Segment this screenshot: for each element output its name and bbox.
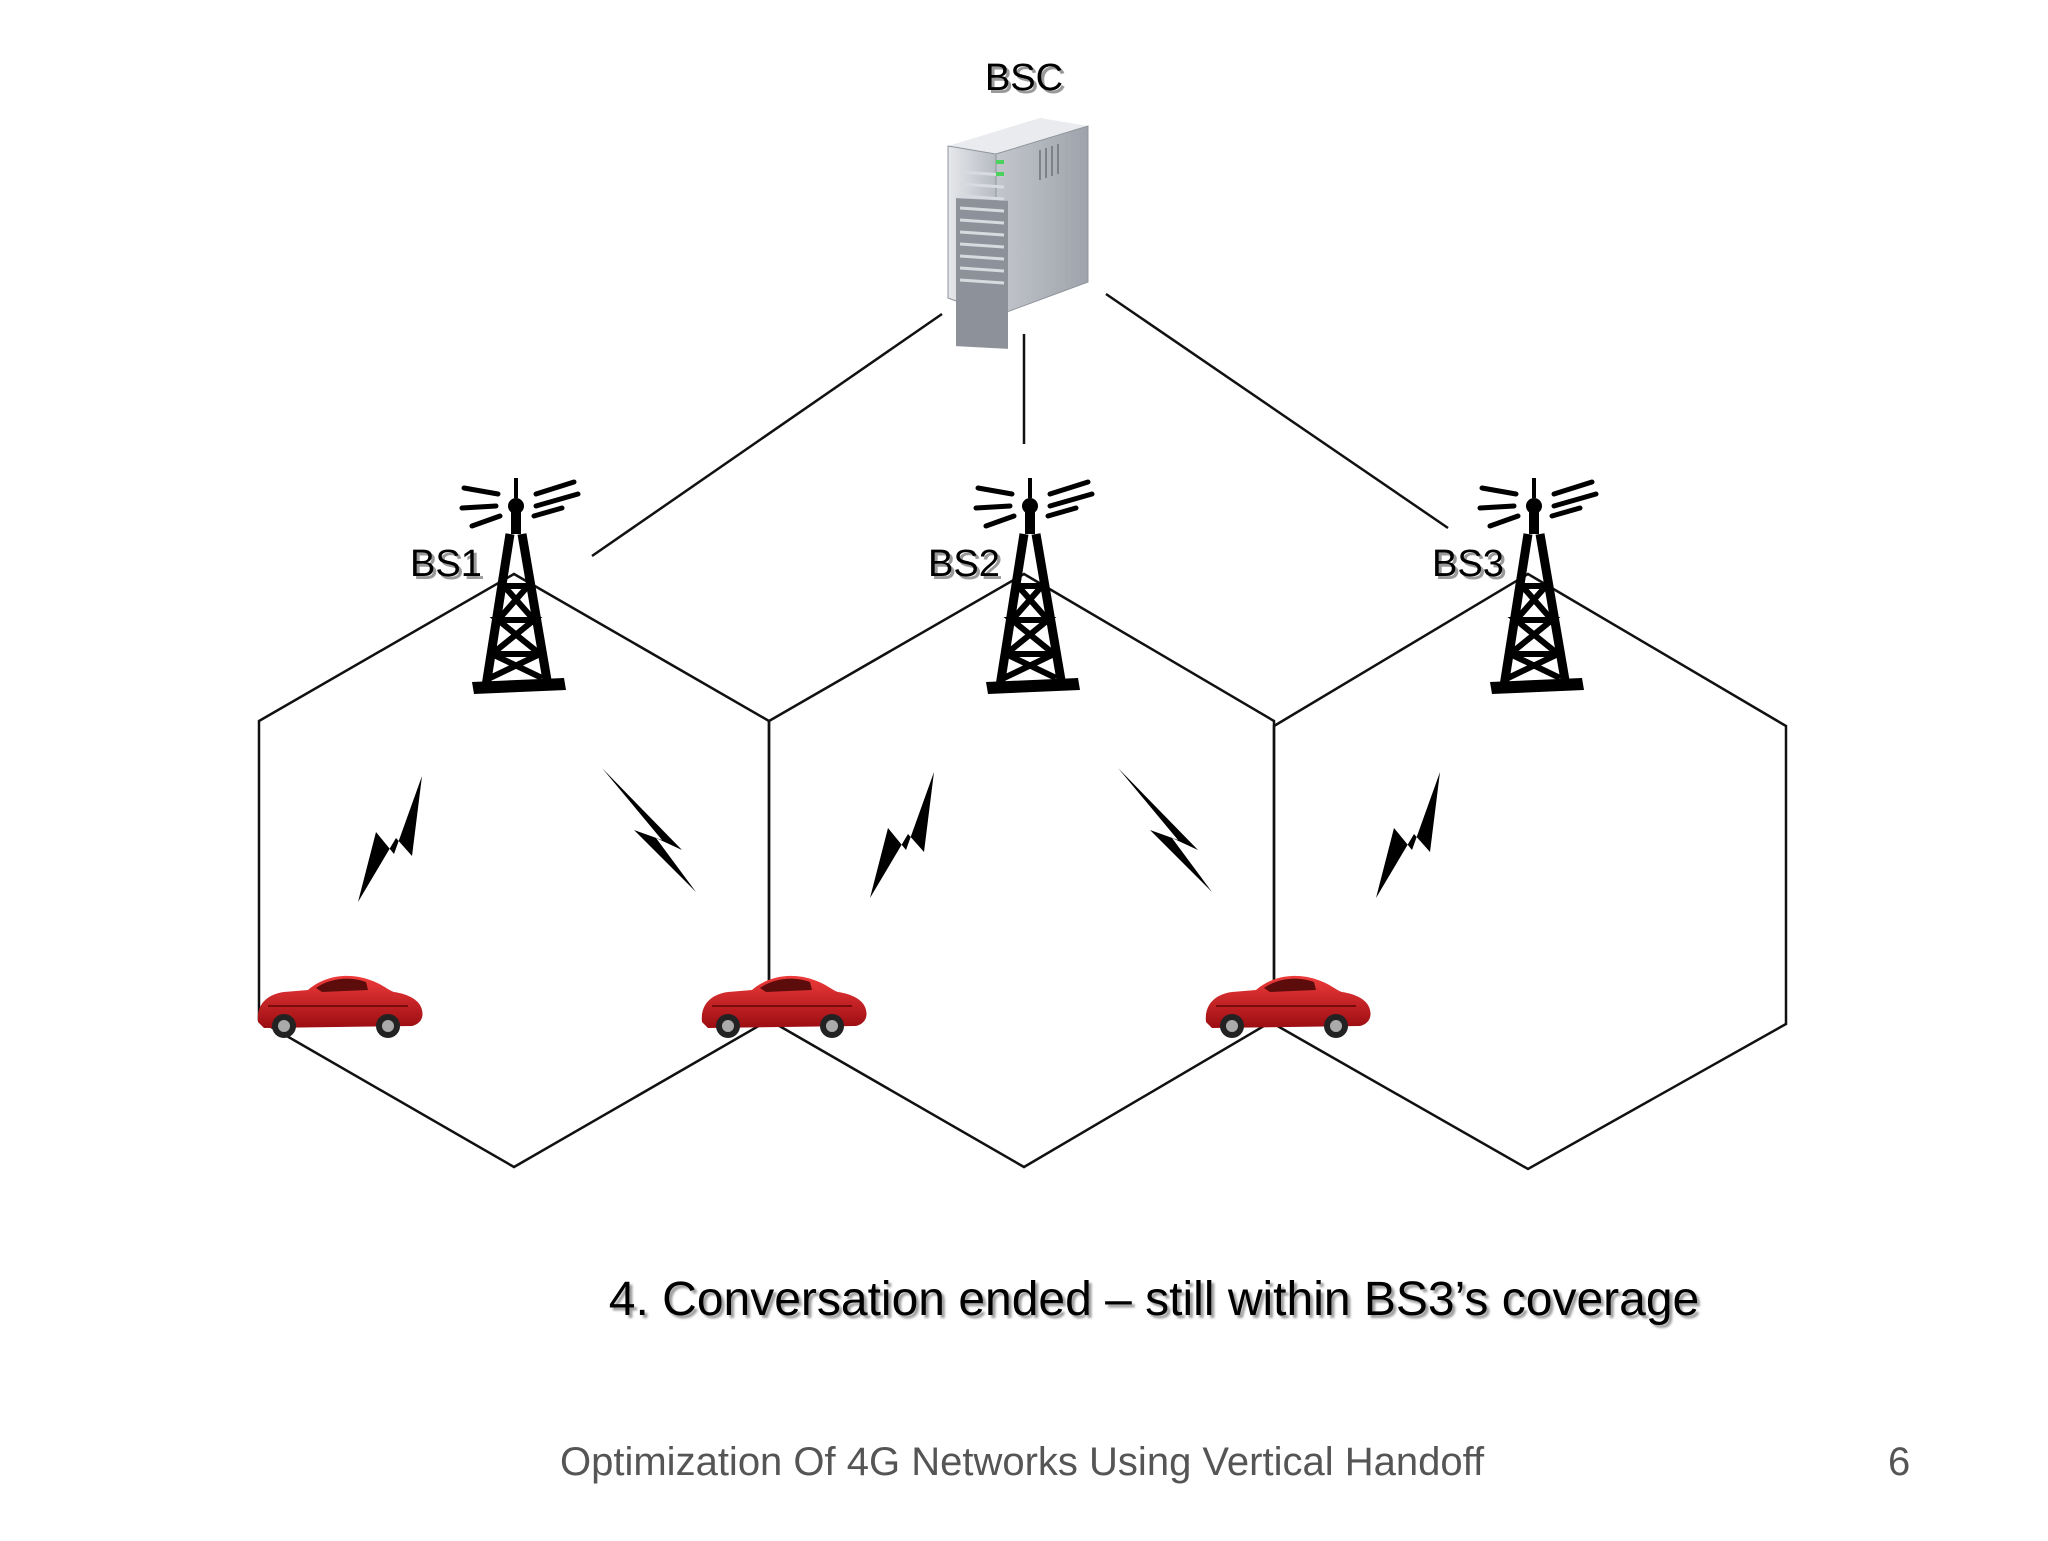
page-number: 6: [1888, 1440, 1911, 1484]
cell-bs2: [767, 572, 1276, 1169]
lightning-icon: [358, 776, 422, 902]
footer-title: Optimization Of 4G Networks Using Vertic…: [560, 1440, 1485, 1484]
bs3-label-shadow: BS3: [1435, 546, 1507, 588]
caption-text: 4. Conversation ended – still within BS3…: [608, 1273, 1700, 1326]
car-icon: [256, 974, 424, 1039]
lightning-icon: [1376, 772, 1440, 898]
bsc-label: BSC: [985, 57, 1063, 99]
lightning-icon: [1118, 768, 1212, 892]
link-bs3: [1105, 292, 1449, 530]
bs1-label: BS1: [410, 543, 482, 585]
coverage-cells: [257, 572, 1788, 1171]
cell-bs3: [1272, 572, 1788, 1171]
server-icon: [947, 118, 1089, 349]
bs1-label-shadow: BS1: [413, 546, 485, 588]
bs3-label: BS3: [1432, 543, 1504, 585]
lightning-icon: [870, 772, 934, 898]
bs2-label: BS2: [928, 543, 1000, 585]
bsc-links: [591, 292, 1449, 558]
slide-caption: 4. Conversation ended – still within BS3…: [0, 1272, 2048, 1327]
bs2-label-shadow: BS2: [931, 546, 1003, 588]
lightning-icon: [602, 768, 696, 892]
link-bs1: [591, 312, 943, 558]
bsc-label-shadow: BSC: [988, 60, 1066, 102]
car-icon: [1204, 974, 1372, 1039]
